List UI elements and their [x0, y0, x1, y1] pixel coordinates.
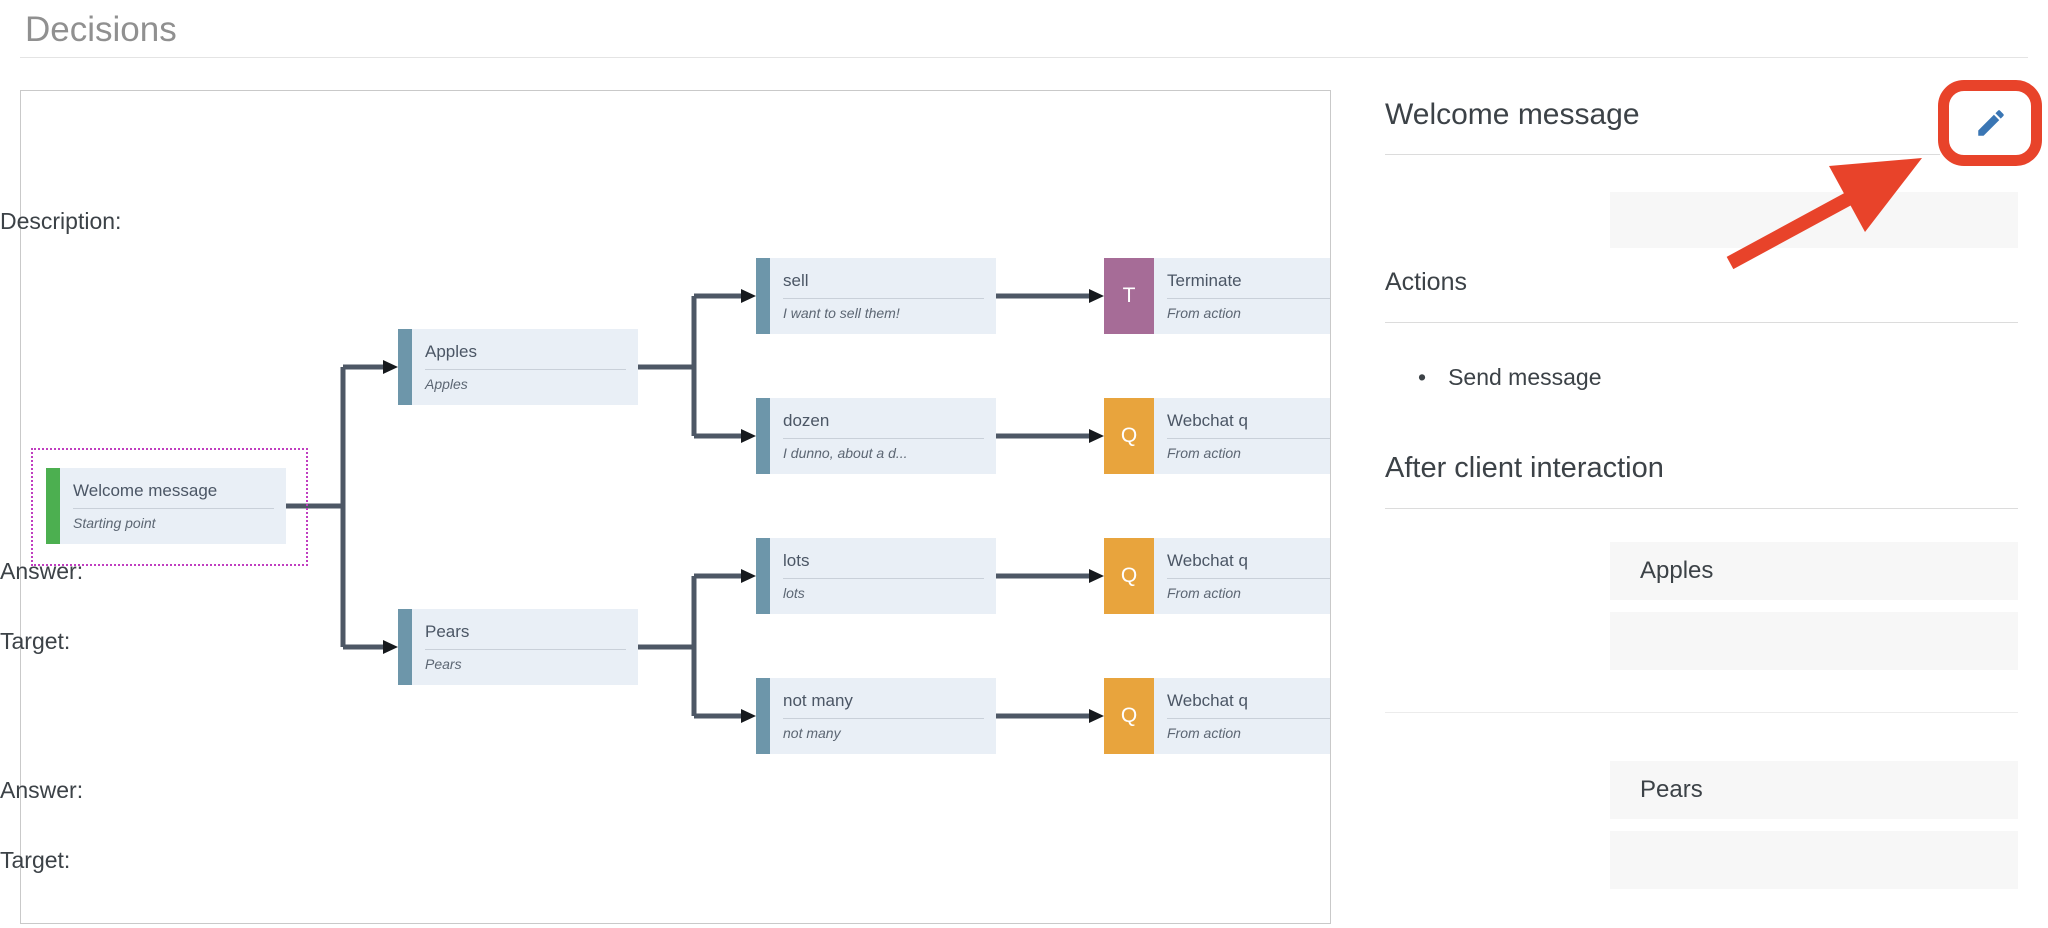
panel-title: Welcome message	[1385, 98, 1640, 131]
node-terminate[interactable]: T Terminate From action	[1104, 258, 1330, 334]
node-divider	[73, 507, 274, 509]
answer-node-bar	[756, 678, 770, 754]
answer-node-bar	[398, 329, 412, 405]
target-label: Target:	[0, 847, 71, 873]
target-field	[1610, 831, 2018, 889]
description-label: Description:	[0, 208, 122, 234]
node-subtitle: From action	[1167, 724, 1241, 741]
tree-connectors	[286, 289, 1104, 723]
edit-button[interactable]	[1950, 92, 2032, 154]
node-title: Pears	[425, 622, 470, 642]
node-subtitle: Pears	[425, 655, 462, 672]
decision-tree-canvas: Welcome message Starting point Apples Ap…	[20, 90, 1331, 924]
node-divider	[783, 437, 984, 439]
panel-header-divider	[1385, 154, 1940, 155]
pencil-icon	[1978, 110, 2004, 136]
node-title: Apples	[425, 342, 477, 362]
node-divider	[1167, 437, 1330, 439]
node-title: dozen	[783, 411, 830, 431]
node-divider	[1167, 717, 1330, 719]
node-pears[interactable]: Pears Pears	[398, 609, 638, 685]
node-title: Webchat q	[1167, 691, 1248, 711]
target-label: Target:	[0, 628, 71, 654]
node-subtitle: From action	[1167, 304, 1241, 321]
node-subtitle: lots	[783, 584, 805, 601]
node-title: Webchat q	[1167, 551, 1248, 571]
node-title: lots	[783, 551, 810, 571]
group-divider	[1385, 712, 2018, 713]
node-not-many[interactable]: not many not many	[756, 678, 996, 754]
answer-label: Answer:	[0, 777, 84, 803]
bullet-dot	[1418, 364, 1448, 390]
node-divider	[1167, 297, 1330, 299]
node-subtitle: Apples	[425, 375, 468, 392]
node-lots[interactable]: lots lots	[756, 538, 996, 614]
node-title: Terminate	[1167, 271, 1242, 291]
action-list-item: Send message	[1418, 364, 1602, 391]
node-sell[interactable]: sell I want to sell them!	[756, 258, 996, 334]
node-webchat-q-1[interactable]: Q Webchat q From action	[1104, 398, 1330, 474]
node-webchat-q-3[interactable]: Q Webchat q From action	[1104, 678, 1330, 754]
answer-field: Pears	[1610, 761, 2018, 819]
after-interaction-divider	[1385, 508, 2018, 509]
node-title: Welcome message	[73, 481, 218, 501]
terminate-badge: T	[1104, 258, 1154, 334]
question-badge: Q	[1104, 398, 1154, 474]
title-divider	[20, 57, 2028, 58]
node-subtitle: From action	[1167, 444, 1241, 461]
answer-node-bar	[756, 258, 770, 334]
start-node-bar	[46, 468, 60, 544]
node-divider	[425, 648, 626, 650]
actions-divider	[1385, 322, 2018, 323]
node-divider	[783, 577, 984, 579]
page-title: Decisions	[25, 10, 177, 49]
node-divider	[425, 368, 626, 370]
selection-outline	[31, 448, 308, 566]
question-badge: Q	[1104, 538, 1154, 614]
node-title: not many	[783, 691, 853, 711]
node-subtitle: I dunno, about a d...	[783, 444, 908, 461]
node-title: Webchat q	[1167, 411, 1248, 431]
node-subtitle: Starting point	[73, 514, 156, 531]
node-divider	[783, 717, 984, 719]
node-dozen[interactable]: dozen I dunno, about a d...	[756, 398, 996, 474]
question-badge: Q	[1104, 678, 1154, 754]
node-title: sell	[783, 271, 809, 291]
node-webchat-q-2[interactable]: Q Webchat q From action	[1104, 538, 1330, 614]
answer-node-bar	[398, 609, 412, 685]
answer-node-bar	[756, 398, 770, 474]
node-divider	[1167, 577, 1330, 579]
node-divider	[783, 297, 984, 299]
node-subtitle: From action	[1167, 584, 1241, 601]
node-welcome-message[interactable]: Welcome message Starting point	[46, 468, 286, 544]
node-subtitle: not many	[783, 724, 841, 741]
description-field	[1610, 192, 2018, 248]
node-apples[interactable]: Apples Apples	[398, 329, 638, 405]
answer-field: Apples	[1610, 542, 2018, 600]
actions-heading: Actions	[1385, 268, 1467, 296]
after-interaction-heading: After client interaction	[1385, 452, 1664, 484]
action-label: Send message	[1448, 364, 1602, 390]
answer-label: Answer:	[0, 558, 84, 584]
answer-node-bar	[756, 538, 770, 614]
target-field	[1610, 612, 2018, 670]
node-subtitle: I want to sell them!	[783, 304, 900, 321]
